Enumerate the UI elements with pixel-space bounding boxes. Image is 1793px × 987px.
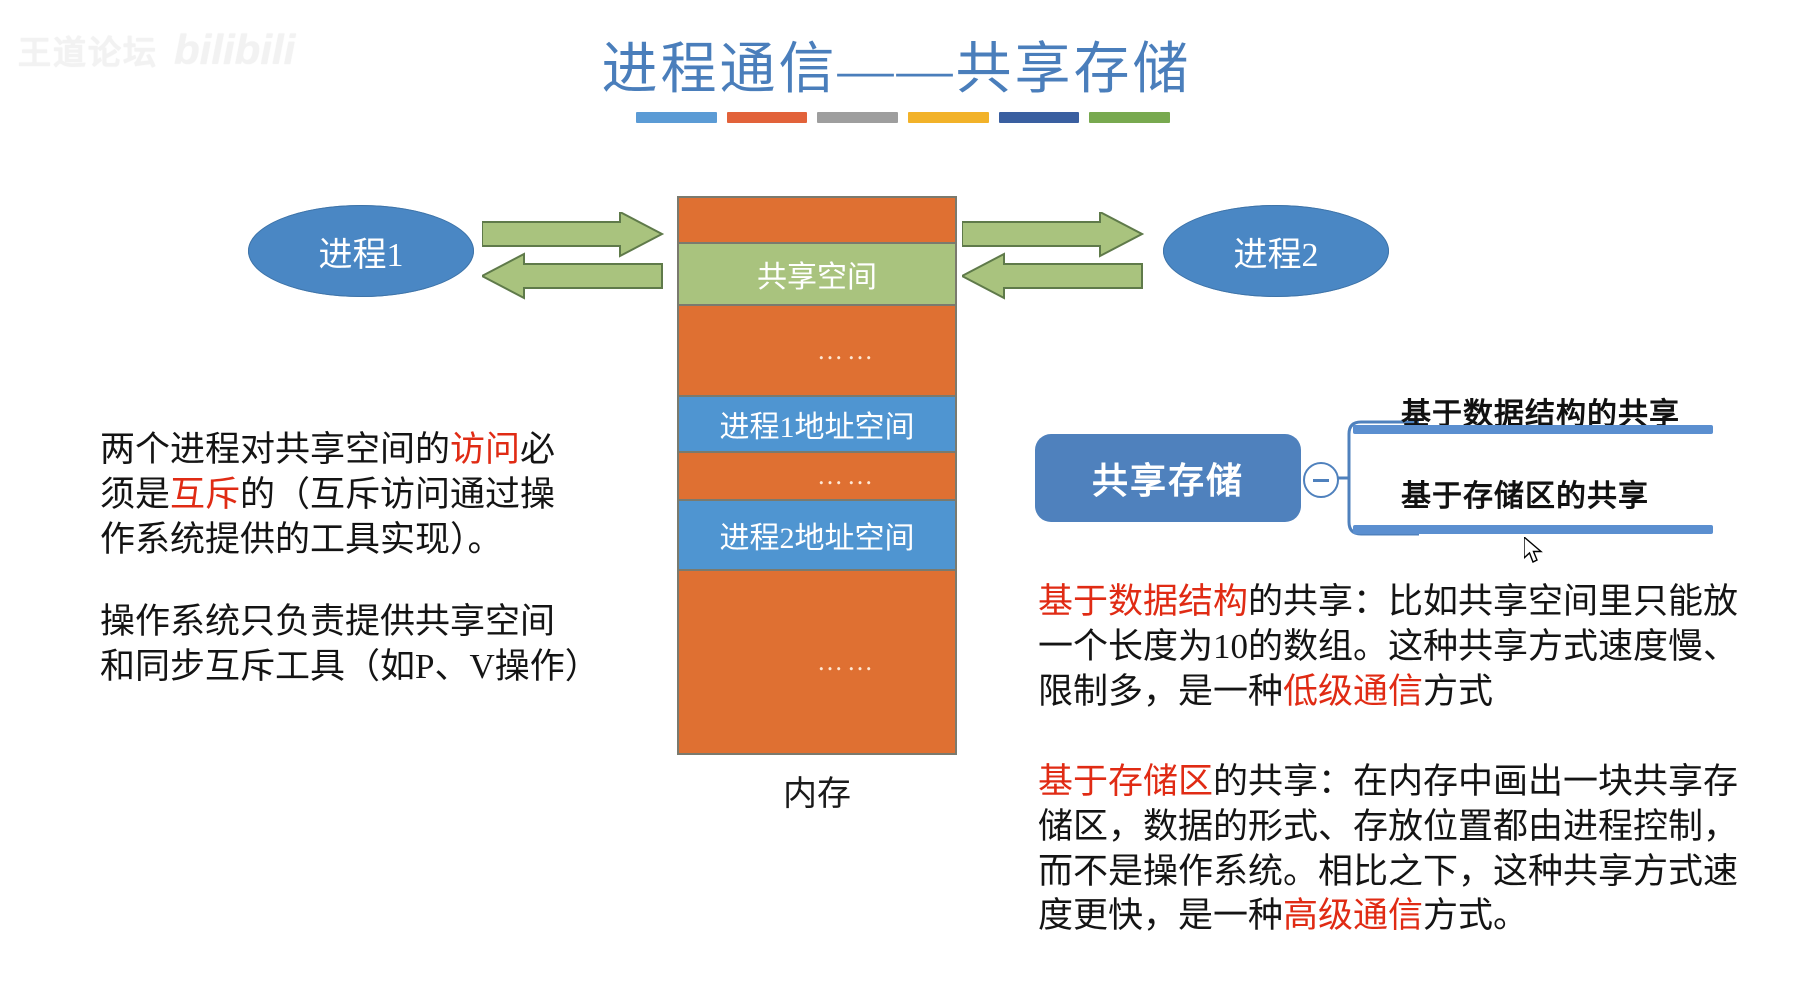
memory-segment-7: ……	[679, 571, 955, 753]
mouse-pointer-icon	[1524, 537, 1543, 563]
highlighted-text: 基于数据结构	[1038, 582, 1249, 621]
process-2-label: 进程2	[1233, 236, 1319, 274]
mindmap-root-label: 共享存储	[1091, 460, 1244, 501]
highlighted-text: 高级通信	[1283, 896, 1424, 936]
memory-segment-label: 进程1地址空间	[719, 411, 915, 444]
arrow-right-top-2	[962, 212, 1145, 258]
arrow-right-top	[482, 212, 665, 258]
memory-segment-label: 共享空间	[757, 260, 877, 294]
title-divider-bar-4	[908, 112, 989, 123]
process-1-node: 进程1	[248, 205, 474, 297]
body-text: 操作系统只负责提供共享空间 和同步互斥工具（如P、V操作）	[100, 602, 600, 686]
title-divider-bar-6	[1089, 112, 1171, 123]
body-text: 的共享：比如共享空间里只能放 一个长度为10的数组。这种共享方式速度慢、 限制多…	[1038, 582, 1739, 711]
title-divider-bar-3	[817, 112, 899, 123]
memory-segment-1	[679, 198, 955, 242]
mindmap-branch-2-underline	[1353, 525, 1713, 534]
mindmap-collapse-toggle[interactable]	[1303, 462, 1339, 498]
body-text: 两个进程对共享空间的	[100, 430, 451, 469]
right-bidirectional-arrows	[962, 212, 1145, 300]
highlighted-text: 低级通信	[1283, 671, 1424, 711]
process-2-node: 进程2	[1163, 205, 1389, 297]
body-text: 必 须是	[100, 430, 556, 514]
memory-segment-label: 进程2地址空间	[719, 522, 915, 556]
left-paragraph-1: 两个进程对共享空间的访问必 须是互斥的（互斥访问通过操 作系统提供的工具实现）。	[100, 428, 600, 562]
mindmap-root-node[interactable]: 共享存储	[1035, 434, 1301, 522]
connector-branch-2	[1347, 478, 1419, 536]
left-paragraph-2: 操作系统只负责提供共享空间 和同步互斥工具（如P、V操作）	[100, 600, 620, 690]
memory-segment-2: 共享空间	[679, 241, 955, 306]
highlighted-text: 互斥	[170, 474, 241, 514]
memory-column: 共享空间 …… 进程1地址空间 …… 进程2地址空间 ……	[677, 196, 957, 755]
right-paragraph-2: 基于存储区的共享：在内存中画出一块共享存 储区，数据的形式、存放位置都由进程控制…	[1038, 760, 1793, 939]
body-text: 的共享：在内存中画出一块共享存 储区，数据的形式、存放位置都由进程控制， 而不是…	[1038, 762, 1739, 936]
body-text: 方式	[1423, 671, 1494, 711]
title-divider-bars	[636, 112, 1171, 123]
memory-segment-5: ……	[679, 452, 955, 500]
title-divider-bar-1	[636, 112, 717, 123]
memory-ellipsis-dots: ……	[817, 335, 877, 365]
memory-segment-3: ……	[679, 305, 955, 396]
process-1-label: 进程1	[318, 236, 404, 274]
memory-label: 内存	[783, 776, 851, 813]
memory-ellipsis-dots: ……	[817, 647, 877, 677]
right-paragraph-1: 基于数据结构的共享：比如共享空间里只能放 一个长度为10的数组。这种共享方式速度…	[1038, 580, 1793, 714]
title-divider-bar-5	[998, 112, 1080, 123]
highlighted-text: 基于存储区	[1038, 762, 1214, 801]
title-divider-bar-2	[726, 112, 808, 123]
highlighted-text: 访问	[450, 430, 521, 469]
arrow-left-bottom	[482, 252, 663, 300]
page-title: 进程通信——共享存储	[601, 39, 1192, 101]
collapse-minus-icon	[1313, 478, 1329, 482]
connector-branch-1	[1347, 420, 1419, 478]
mindmap-branch-1-underline	[1353, 425, 1713, 434]
memory-segment-4: 进程1地址空间	[679, 395, 955, 453]
body-text: 的（互斥访问通过操 作系统提供的工具实现）。	[100, 474, 556, 559]
left-bidirectional-arrows	[482, 212, 665, 300]
body-text: 方式。	[1423, 896, 1529, 936]
mindmap-branch-2-label[interactable]: 基于存储区的共享	[1401, 480, 1649, 513]
memory-segment-6: 进程2地址空间	[679, 499, 955, 572]
memory-ellipsis-dots: ……	[817, 461, 877, 491]
arrow-left-bottom-2	[962, 252, 1143, 300]
